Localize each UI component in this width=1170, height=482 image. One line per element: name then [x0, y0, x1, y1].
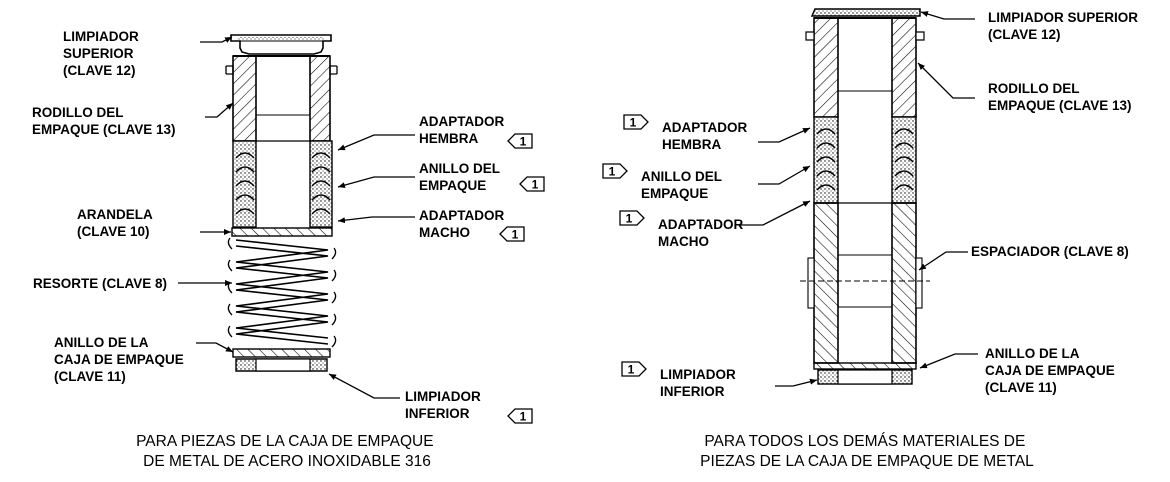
note-tag-right-hembra: 1	[623, 114, 649, 130]
leader-left-anillo-empaque	[337, 176, 415, 189]
note-tag-right-inferior-number: 1	[628, 363, 635, 377]
leader-right-espaciador	[918, 251, 968, 271]
right-label-adaptador-hembra: ADAPTADOR HEMBRA	[662, 120, 751, 152]
note-tag-left-macho-number: 1	[512, 228, 519, 242]
leader-left-adaptador-hembra	[337, 134, 415, 151]
left-upper-wiper	[230, 34, 332, 55]
left-labels: LIMPIADOR SUPERIOR (CLAVE 12) RODILLO DE…	[32, 29, 508, 470]
left-label-adaptador-hembra: ADAPTADOR HEMBRA	[419, 114, 508, 146]
right-label-rodillo: RODILLO DEL EMPAQUE (CLAVE 13)	[988, 81, 1132, 113]
right-packing-box-ring	[813, 362, 917, 370]
note-tags: 1 1 1 1 1 1 1 1	[499, 114, 649, 424]
note-tag-left-macho: 1	[499, 226, 525, 242]
right-label-adaptador-macho: ADAPTADOR MACHO	[658, 217, 747, 249]
note-tag-right-macho-number: 1	[626, 212, 633, 226]
right-label-anillo-empaque: ANILLO DEL EMPAQUE	[641, 169, 726, 201]
right-label-limpiador-superior: LIMPIADOR SUPERIOR (CLAVE 12)	[988, 10, 1142, 42]
leader-left-limpiador-superior	[200, 36, 233, 43]
left-label-rodillo: RODILLO DEL EMPAQUE (CLAVE 13)	[32, 105, 176, 137]
left-packing-follower	[225, 55, 338, 142]
note-tag-right-empaque-number: 1	[609, 165, 616, 179]
right-label-limpiador-inferior: LIMPIADOR INFERIOR	[660, 367, 740, 399]
leader-right-limpiador-inferior	[775, 378, 818, 387]
note-tag-right-empaque: 1	[602, 163, 628, 179]
left-label-adaptador-macho: ADAPTADOR MACHO	[419, 208, 508, 240]
leader-left-rodillo	[205, 102, 234, 118]
left-label-anillo-caja: ANILLO DE LA CAJA DE EMPAQUE (CLAVE 11)	[54, 335, 188, 384]
note-tag-left-empaque-number: 1	[532, 178, 539, 192]
leader-right-limpiador-superior	[920, 11, 975, 20]
left-label-arandela: ARANDELA (CLAVE 10)	[77, 207, 156, 239]
note-tag-left-hembra-number: 1	[520, 135, 527, 149]
left-caption: PARA PIEZAS DE LA CAJA DE EMPAQUE DE MET…	[136, 433, 438, 470]
note-tag-right-inferior: 1	[621, 361, 647, 377]
right-upper-wiper	[810, 8, 921, 17]
right-lower-wiper	[817, 369, 913, 385]
right-packing-set	[813, 116, 917, 204]
leader-left-limpiador-inferior	[328, 373, 400, 399]
leader-right-anillo-caja	[919, 353, 978, 369]
left-washer	[231, 227, 333, 237]
right-caption: PARA TODOS LOS DEMÁS MATERIALES DE PIEZA…	[700, 433, 1034, 470]
note-tag-right-hembra-number: 1	[630, 116, 637, 130]
left-spring	[227, 237, 337, 348]
right-packing-follower	[805, 17, 925, 118]
right-labels: LIMPIADOR SUPERIOR (CLAVE 12) RODILLO DE…	[641, 10, 1142, 470]
left-packing-set	[232, 140, 333, 228]
right-label-espaciador: ESPACIADOR (CLAVE 8)	[971, 244, 1129, 259]
note-tag-right-macho: 1	[619, 210, 645, 226]
leader-right-anillo-empaque	[758, 165, 811, 185]
left-label-limpiador-inferior: LIMPIADOR INFERIOR	[405, 389, 485, 421]
right-spacer	[800, 202, 930, 364]
right-label-anillo-caja: ANILLO DE LA CAJA DE EMPAQUE (CLAVE 11)	[985, 346, 1119, 395]
left-label-resorte: RESORTE (CLAVE 8)	[33, 276, 167, 291]
left-label-anillo-empaque: ANILLO DEL EMPAQUE	[419, 161, 504, 193]
left-assembly	[178, 34, 415, 399]
note-tag-left-hembra: 1	[507, 133, 533, 149]
left-lower-wiper	[235, 358, 328, 372]
right-assembly	[740, 8, 978, 387]
note-tag-left-inferior-number: 1	[520, 410, 527, 424]
note-tag-left-empaque: 1	[519, 176, 545, 192]
leader-right-adaptador-hembra	[758, 127, 811, 143]
leader-left-anillo-caja	[196, 342, 234, 353]
leader-right-rodillo	[917, 62, 975, 99]
left-label-limpiador-superior: LIMPIADOR SUPERIOR (CLAVE 12)	[63, 29, 143, 78]
note-tag-left-inferior: 1	[507, 408, 533, 424]
left-packing-box-ring	[232, 348, 331, 358]
leader-right-adaptador-macho	[740, 200, 811, 226]
leader-left-adaptador-macho	[337, 216, 415, 224]
